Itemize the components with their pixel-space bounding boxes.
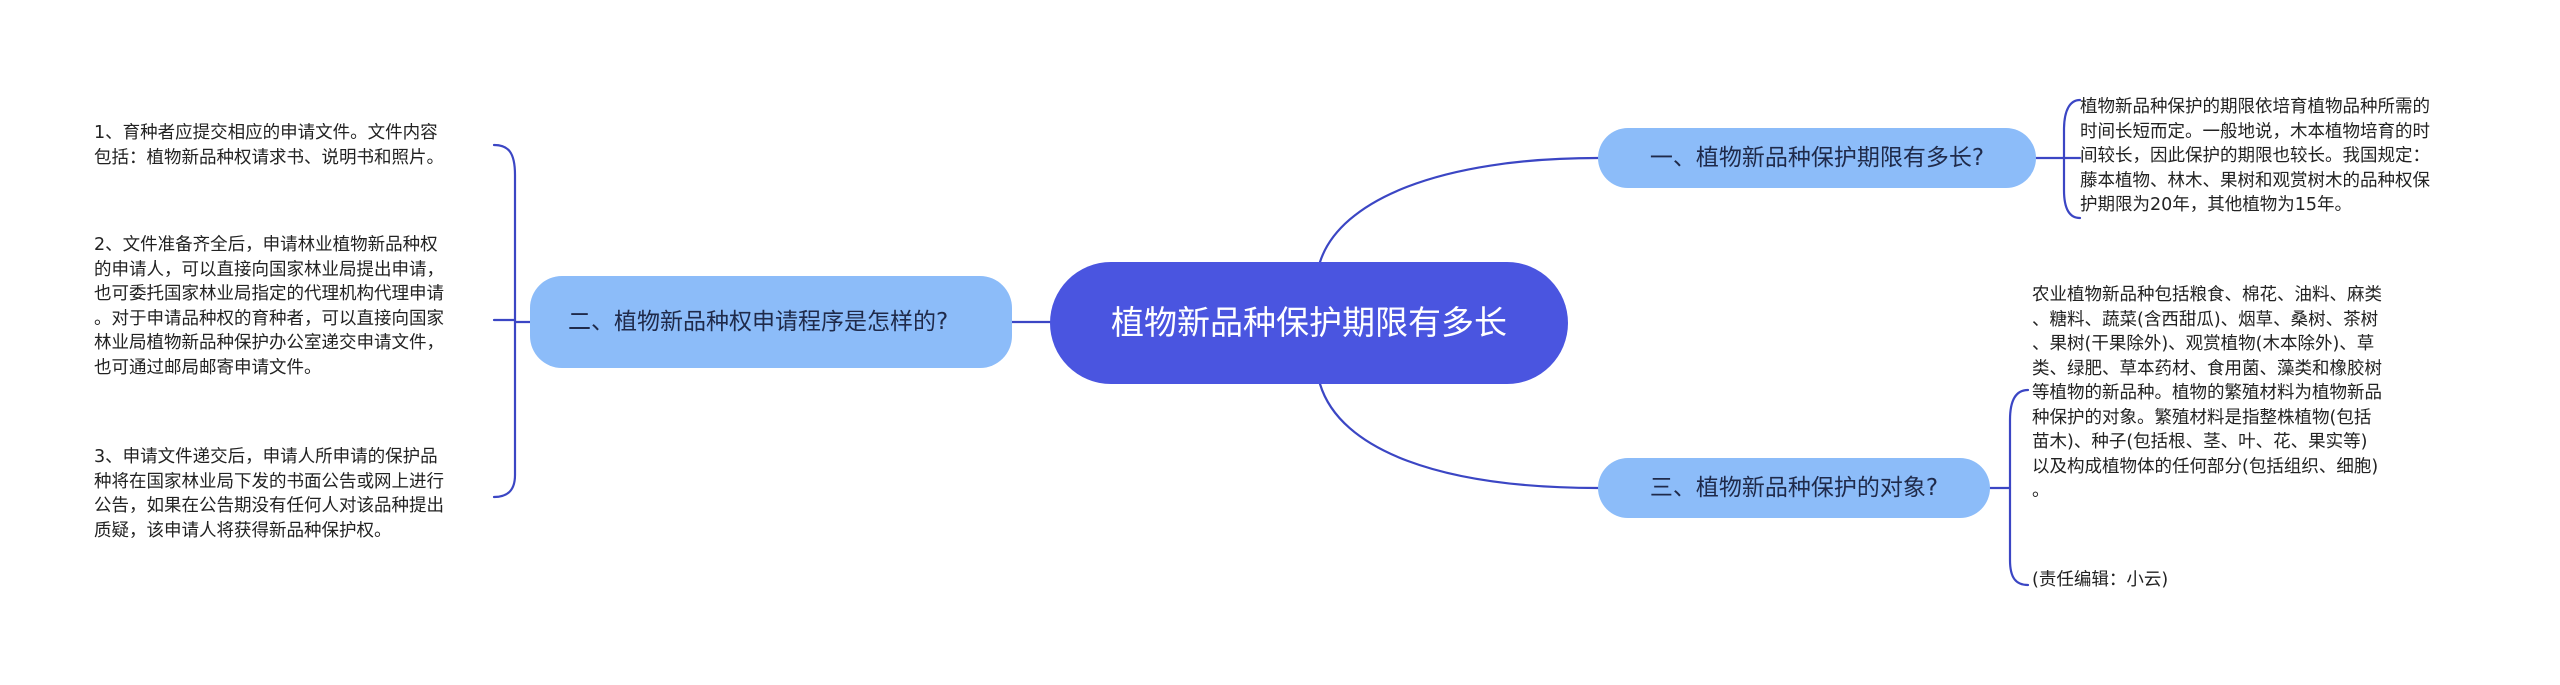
leaf-step-3: 3、申请文件递交后，申请人所申请的保护品 种将在国家林业局下发的书面公告或网上进… (94, 447, 444, 541)
topic-protection-objects[interactable]: 三、植物新品种保护的对象? (1598, 458, 1990, 518)
topic-application-procedure[interactable]: 二、植物新品种权申请程序是怎样的? (530, 276, 1012, 368)
central-topic-label: 植物新品种保护期限有多长 (1111, 303, 1507, 342)
bracket-right-top (2062, 98, 2082, 220)
leaf-editor-note: (责任编辑：小云) (2032, 570, 2169, 590)
topic-protection-period[interactable]: 一、植物新品种保护期限有多长? (1598, 128, 2036, 188)
central-topic[interactable]: 植物新品种保护期限有多长 (1050, 262, 1568, 384)
bracket-left (492, 143, 517, 499)
connector-center-topic1 (1318, 156, 1600, 264)
leaf-step-2: 2、文件准备齐全后，申请林业植物新品种权 的申请人，可以直接向国家林业局提出申请… (94, 235, 444, 378)
connector-center-topic3 (1318, 382, 1600, 490)
topic-protection-period-label: 一、植物新品种保护期限有多长? (1649, 145, 1985, 171)
leaf-objects-detail: 农业植物新品种包括粮食、棉花、油料、麻类 、糖料、蔬菜(含西甜瓜)、烟草、桑树、… (2032, 285, 2382, 501)
bracket-right-bottom (2008, 388, 2030, 587)
topic-application-procedure-label: 二、植物新品种权申请程序是怎样的? (568, 309, 949, 335)
topic-protection-objects-label: 三、植物新品种保护的对象? (1649, 475, 1939, 501)
leaf-step-1: 1、育种者应提交相应的申请文件。文件内容 包括：植物新品种权请求书、说明书和照片… (94, 123, 444, 168)
leaf-period-detail: 植物新品种保护的期限依培育植物品种所需的 时间长短而定。一般地说，木本植物培育的… (2080, 97, 2430, 215)
